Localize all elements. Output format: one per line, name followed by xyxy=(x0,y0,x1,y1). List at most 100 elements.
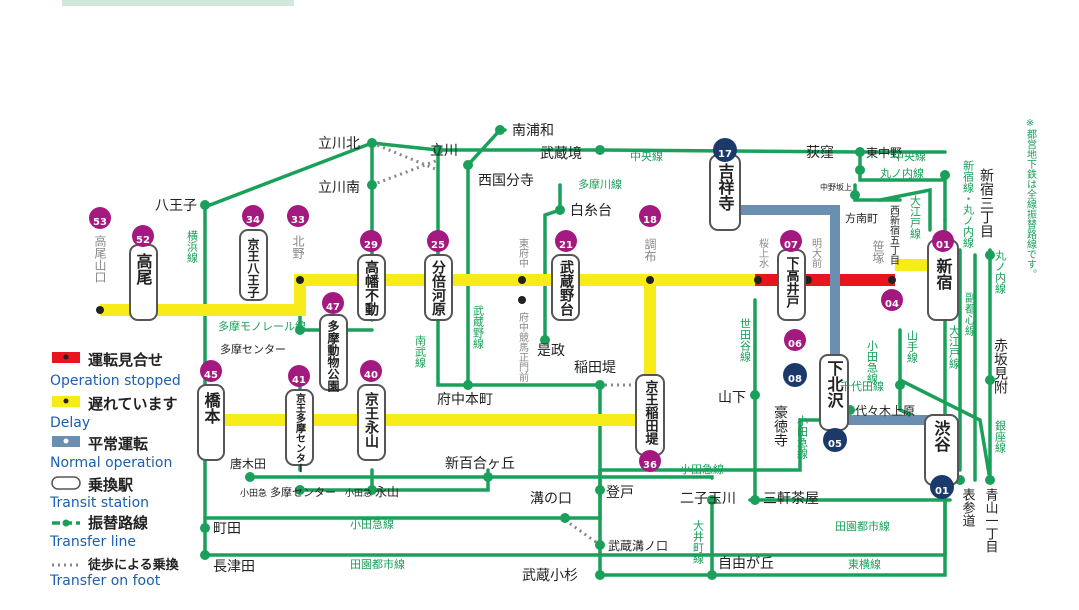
legend-stopped-en: Operation stopped xyxy=(50,373,181,389)
badge-in01: 01 xyxy=(935,486,949,497)
top-tab-edge xyxy=(62,0,294,6)
line-shinjuku-marunouchi: 新宿線・丸ノ内線 xyxy=(962,159,975,248)
station-musashi-kosugi: 武蔵小杉 xyxy=(522,568,578,584)
station-ogikubo: 荻窪 xyxy=(806,144,834,161)
walk-transfers xyxy=(371,141,640,547)
station-tama-dobutsu-koen: 多摩動物公園 xyxy=(326,319,340,393)
line-oedo: 大江戸線 xyxy=(909,194,922,239)
badge-ko40: 40 xyxy=(364,370,378,381)
station-machida: 町田 xyxy=(213,521,241,537)
station-shiraitodai: 白糸台 xyxy=(570,203,612,219)
station-meidaimae: 明大前 xyxy=(810,238,822,269)
keio-dots xyxy=(96,276,896,314)
line-yamanote: 山手線 xyxy=(906,330,919,363)
legend-normal-ja: 平常運転 xyxy=(88,435,148,453)
keio-line-stopped xyxy=(755,274,895,286)
station-shinjuku: 新宿 xyxy=(934,257,953,291)
station-code-badges xyxy=(89,138,954,499)
other-station-labels: 立川北 立川 立川南 南浦和 武蔵境 西国分寺 八王子 白糸台 是政 府中本町 … xyxy=(155,123,1008,584)
station-hashimoto: 橋本 xyxy=(202,391,221,425)
station-omotesando: 表参道 xyxy=(960,488,976,527)
station-keio-inadazutsumi: 京王稲田堤 xyxy=(643,379,659,446)
legend-walk-en: Transfer on foot xyxy=(49,573,161,589)
badge-ko34: 34 xyxy=(246,215,260,226)
legend-walk-ja: 徒歩による乗換 xyxy=(87,557,180,573)
line-yokohama: 横浜線 xyxy=(186,229,199,263)
station-jiyugaoka: 自由が丘 xyxy=(718,556,774,572)
station-kitano: 北野 xyxy=(291,235,305,259)
station-takahata-fudo: 高幡不動 xyxy=(363,259,379,317)
badge-in05: 05 xyxy=(828,439,842,450)
station-nishi-kokubunji: 西国分寺 xyxy=(478,173,534,189)
legend-transit-ja: 乗換駅 xyxy=(88,476,134,494)
station-mizonokuchi: 溝の口 xyxy=(530,491,572,507)
station-shibuya: 渋谷 xyxy=(932,419,951,453)
station-higashi-fuchu: 東府中 xyxy=(517,237,529,269)
station-nishi-shinjuku-gochome: 西新宿五丁目 xyxy=(888,205,900,265)
station-akasaka-mitsuke: 赤坂見附 xyxy=(992,338,1008,395)
station-nakano-sakaue: 中野坂上 xyxy=(820,182,852,192)
legend-delay-en: Delay xyxy=(50,415,90,431)
legend-transfer-ja: 振替路線 xyxy=(88,514,148,532)
line-tamagawa: 多摩川線 xyxy=(578,177,622,191)
legend-transit-en: Transit station xyxy=(49,495,149,511)
legend-stopped-ja: 運転見合せ xyxy=(88,351,163,369)
line-chiyoda: 千代田線 xyxy=(840,379,884,393)
station-yoyogi-uehara: 代々木上原 xyxy=(855,404,915,418)
line-oedo-south: 大江戸線 xyxy=(948,324,961,369)
station-tachikawa: 立川 xyxy=(430,143,458,159)
badge-ko53: 53 xyxy=(93,217,107,228)
station-tachikawa-minami: 立川南 xyxy=(318,180,360,196)
line-musashino: 武蔵野線 xyxy=(472,305,485,349)
station-takao-sanguchi: 高尾山口 xyxy=(93,234,107,283)
station-odakyu-tama-prefix: 小田急 xyxy=(240,487,267,499)
badge-in17: 17 xyxy=(718,149,732,160)
station-boxes xyxy=(129,154,959,486)
badge-ko04: 04 xyxy=(885,299,899,310)
badge-ko33: 33 xyxy=(291,215,305,226)
station-shimokitazawa: 下北沢 xyxy=(825,360,844,409)
line-fukutoshin: 副都心線 xyxy=(964,292,977,336)
station-futako-tamagawa: 二子玉川 xyxy=(680,491,736,507)
line-tama-monorail: 多摩モノレール線 xyxy=(218,319,306,333)
station-sangenjaya: 三軒茶屋 xyxy=(763,491,819,507)
station-inadazutsumi: 稲田堤 xyxy=(574,360,616,376)
badge-ko41: 41 xyxy=(292,375,306,386)
station-dots xyxy=(200,125,995,580)
station-sasazuka: 笹塚 xyxy=(871,240,885,264)
legend: 運転見合せ Operation stopped 遅れています Delay 平常運… xyxy=(49,351,181,589)
subway-note: ※都営地下鉄は全線振替路線です。 xyxy=(1025,118,1037,279)
line-marunouchi: 丸ノ内線 xyxy=(880,166,924,180)
badge-ko25: 25 xyxy=(431,240,445,251)
line-oimachi: 大井町線 xyxy=(692,519,705,564)
line-toyoko: 東横線 xyxy=(848,557,881,571)
line-den-en-toshi: 田園都市線 xyxy=(350,557,405,571)
station-bubaigawara: 分倍河原 xyxy=(430,260,446,317)
station-shin-yurigaoka: 新百合ヶ丘 xyxy=(445,456,515,472)
badge-in08: 08 xyxy=(788,374,802,385)
station-musashi-mizonokuchi: 武蔵溝ノ口 xyxy=(608,539,668,553)
station-sakurajosui: 桜上水 xyxy=(757,237,769,268)
line-setagaya: 世田谷線 xyxy=(739,318,752,362)
station-yamashita: 山下 xyxy=(718,390,746,406)
line-odakyu-vert: 小田急線 xyxy=(796,415,809,459)
line-odakyu: 小田急線 xyxy=(350,517,394,531)
station-karakida: 唐木田 xyxy=(230,456,266,471)
badge-ko45: 45 xyxy=(204,370,218,381)
keio-minor-labels: 高尾山口 北野 東府中 府中競馬正門前 調布 桜上水 明大前 笹塚 xyxy=(93,234,885,383)
station-aoyama-itchome: 青山一丁目 xyxy=(983,488,999,553)
legend-transfer-en: Transfer line xyxy=(49,534,136,550)
station-shimo-takaido: 下高井戸 xyxy=(784,256,800,309)
station-minami-urawa: 南浦和 xyxy=(512,123,554,139)
station-shinjuku-sanchome: 新宿三丁目 xyxy=(978,168,994,238)
line-chuo-east: 中央線 xyxy=(893,149,926,163)
station-takao: 高尾 xyxy=(134,252,153,286)
badge-ko21: 21 xyxy=(559,240,573,251)
keio-station-labels: 高尾 京王八王子 高幡不動 多摩動物公園 分倍河原 武蔵野台 橋本 京王多摩セン… xyxy=(134,162,953,473)
legend-delay-ja: 遅れています xyxy=(88,395,178,413)
line-ginza: 銀座線 xyxy=(994,419,1007,453)
badge-ko36: 36 xyxy=(643,460,657,471)
station-tachikawa-kita: 立川北 xyxy=(318,136,360,152)
station-noborito: 登戸 xyxy=(606,485,634,501)
